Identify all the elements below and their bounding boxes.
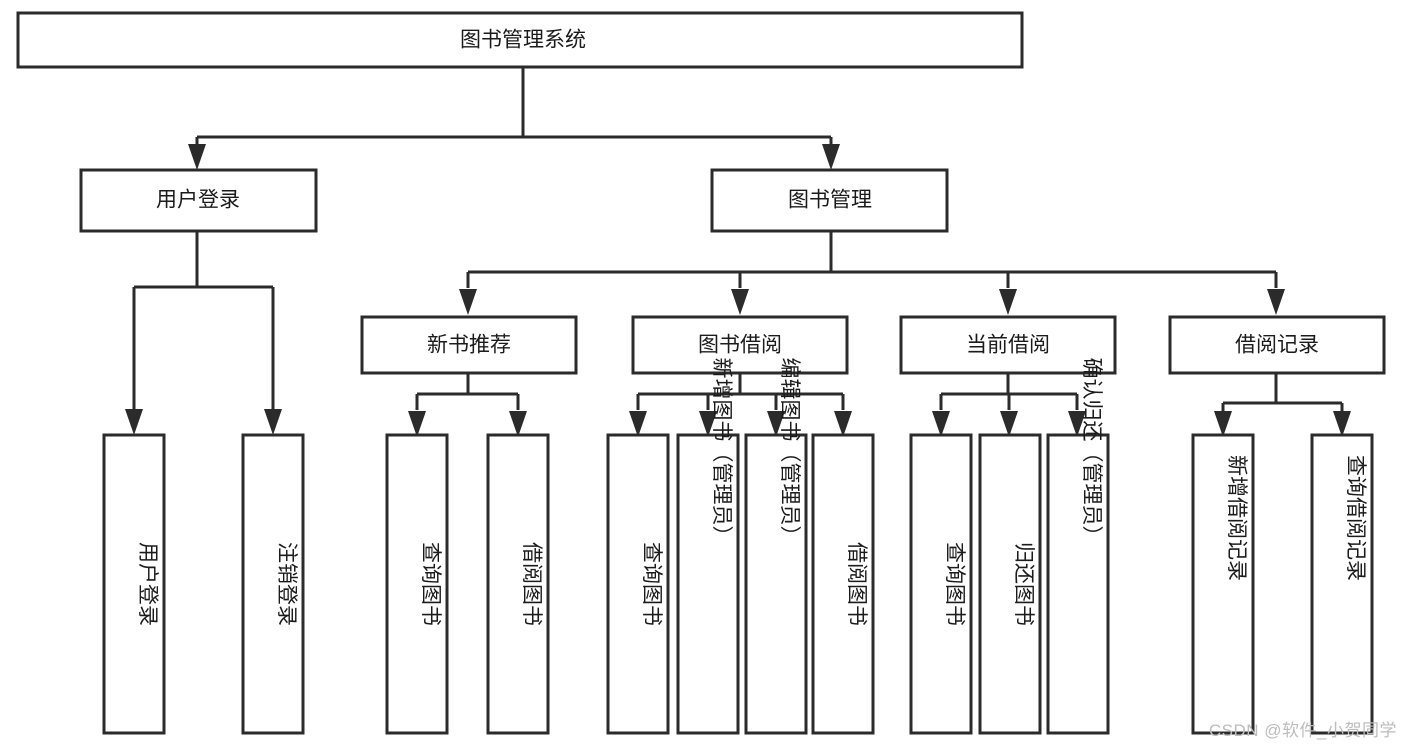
node-leaf-query-book-3-box[interactable]	[909, 433, 973, 735]
node-leaf-add-book[interactable]: 新增图书（管理员）	[676, 358, 740, 735]
node-leaf-query-book-3[interactable]: 查询图书	[909, 433, 973, 735]
node-root[interactable]: 图书管理系统	[16, 11, 1024, 69]
node-new-book-recommend-label: 新书推荐	[427, 334, 511, 357]
node-leaf-query-record[interactable]: 查询借阅记录	[1310, 433, 1374, 735]
arrow-to-leaf-user-login	[125, 409, 143, 435]
node-book-manage[interactable]: 图书管理	[710, 168, 949, 233]
node-leaf-borrow-book-1-box[interactable]	[486, 433, 550, 735]
node-leaf-query-book-2[interactable]: 查询图书	[606, 433, 670, 735]
node-leaf-confirm-return-box[interactable]	[1046, 433, 1110, 735]
node-leaf-add-book-label: 新增图书（管理员）	[710, 358, 733, 547]
node-book-borrow[interactable]: 图书借阅	[631, 315, 849, 375]
node-leaf-query-book-1-label: 查询图书	[419, 542, 442, 626]
node-current-borrow-box[interactable]	[899, 315, 1117, 375]
node-leaf-logout-label: 注销登录	[275, 542, 298, 626]
node-leaf-borrow-book-2-label: 借阅图书	[845, 542, 868, 626]
arrow-to-leaf-query-book-1	[408, 411, 426, 437]
watermark-text: CSDN @软件_小贺同学	[1208, 721, 1397, 740]
node-leaf-return-book[interactable]: 归还图书	[978, 433, 1042, 735]
node-borrow-record[interactable]: 借阅记录	[1168, 315, 1386, 375]
node-user-login-box[interactable]	[79, 168, 318, 233]
node-book-borrow-label: 图书借阅	[698, 334, 782, 357]
node-leaf-query-book-1[interactable]: 查询图书	[385, 433, 449, 735]
node-leaf-confirm-return-label: 确认归还（管理员）	[1080, 358, 1103, 547]
node-leaf-borrow-book-2-box[interactable]	[811, 433, 875, 735]
arrow-to-current-borrow	[999, 289, 1017, 315]
node-leaf-user-login-box[interactable]	[102, 433, 166, 735]
arrow-to-leaf-query-book-3	[932, 411, 950, 437]
node-leaf-return-book-label: 归还图书	[1012, 542, 1035, 626]
node-leaf-query-record-box[interactable]	[1310, 433, 1374, 735]
node-leaf-query-book-2-box[interactable]	[606, 433, 670, 735]
node-user-login-label: 用户登录	[156, 189, 240, 212]
node-borrow-record-box[interactable]	[1168, 315, 1386, 375]
node-book-borrow-box[interactable]	[631, 315, 849, 375]
node-leaf-add-record-label: 新增借阅记录	[1225, 455, 1248, 581]
node-current-borrow-label: 当前借阅	[966, 334, 1050, 357]
node-leaf-borrow-book-1-label: 借阅图书	[520, 542, 543, 626]
node-leaf-edit-book[interactable]: 编辑图书（管理员）	[744, 358, 808, 735]
node-root-label: 图书管理系统	[460, 29, 586, 52]
arrow-to-leaf-logout	[264, 409, 282, 435]
node-leaf-return-book-box[interactable]	[978, 433, 1042, 735]
arrow-to-new-book-recommend	[459, 289, 477, 315]
node-book-manage-label: 图书管理	[788, 189, 872, 212]
node-leaf-logout-box[interactable]	[241, 433, 305, 735]
node-leaf-query-book-2-label: 查询图书	[640, 542, 663, 626]
arrow-to-leaf-return-book	[1000, 411, 1018, 437]
node-leaf-edit-book-box[interactable]	[744, 433, 808, 735]
arrow-to-leaf-borrow-book-2	[834, 411, 852, 437]
arrow-to-leaf-add-record	[1214, 411, 1232, 437]
arrow-to-leaf-query-record	[1333, 411, 1351, 437]
node-leaf-add-record[interactable]: 新增借阅记录	[1191, 433, 1255, 735]
node-leaf-edit-book-label: 编辑图书（管理员）	[778, 358, 801, 547]
node-leaf-logout[interactable]: 注销登录	[241, 433, 305, 735]
node-leaf-confirm-return[interactable]: 确认归还（管理员）	[1046, 358, 1110, 735]
node-leaf-add-record-box[interactable]	[1191, 433, 1255, 735]
arrow-to-book-manage	[822, 144, 840, 170]
arrow-to-leaf-query-book-2	[629, 411, 647, 437]
node-root-box[interactable]	[16, 11, 1024, 69]
node-user-login[interactable]: 用户登录	[79, 168, 318, 233]
node-leaf-user-login-label: 用户登录	[136, 542, 159, 626]
node-leaf-query-book-3-label: 查询图书	[943, 542, 966, 626]
edges-layer	[125, 67, 1351, 437]
node-new-book-recommend-box[interactable]	[360, 315, 578, 375]
node-leaf-borrow-book-2[interactable]: 借阅图书	[811, 433, 875, 735]
node-leaf-query-book-1-box[interactable]	[385, 433, 449, 735]
node-leaf-borrow-book-1[interactable]: 借阅图书	[486, 433, 550, 735]
node-leaf-add-book-box[interactable]	[676, 433, 740, 735]
node-new-book-recommend[interactable]: 新书推荐	[360, 315, 578, 375]
arrow-to-book-borrow	[731, 289, 749, 315]
node-leaf-query-record-label: 查询借阅记录	[1344, 455, 1367, 581]
node-book-manage-box[interactable]	[710, 168, 949, 233]
node-leaf-user-login[interactable]: 用户登录	[102, 433, 166, 735]
node-borrow-record-label: 借阅记录	[1235, 334, 1319, 357]
arrow-to-borrow-record	[1267, 289, 1285, 315]
arrow-to-user-login	[188, 144, 206, 170]
node-current-borrow[interactable]: 当前借阅	[899, 315, 1117, 375]
arrow-to-leaf-borrow-book-1	[509, 411, 527, 437]
